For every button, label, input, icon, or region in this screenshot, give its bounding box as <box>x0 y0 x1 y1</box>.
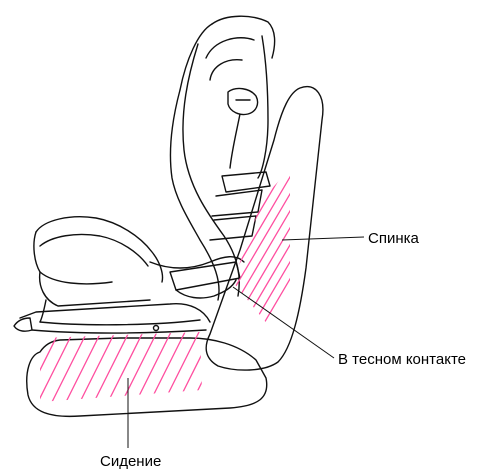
vehicle-seat-cushion <box>27 338 267 416</box>
child-car-seat <box>14 16 275 333</box>
vehicle-seat-backrest <box>206 87 323 370</box>
seat-label: Сидение <box>100 454 161 469</box>
contact-leader-line <box>233 287 334 358</box>
backrest-leader-line <box>282 237 364 240</box>
backrest-label: Спинка <box>368 231 419 246</box>
close-contact-label: В тесном контакте <box>338 352 466 367</box>
